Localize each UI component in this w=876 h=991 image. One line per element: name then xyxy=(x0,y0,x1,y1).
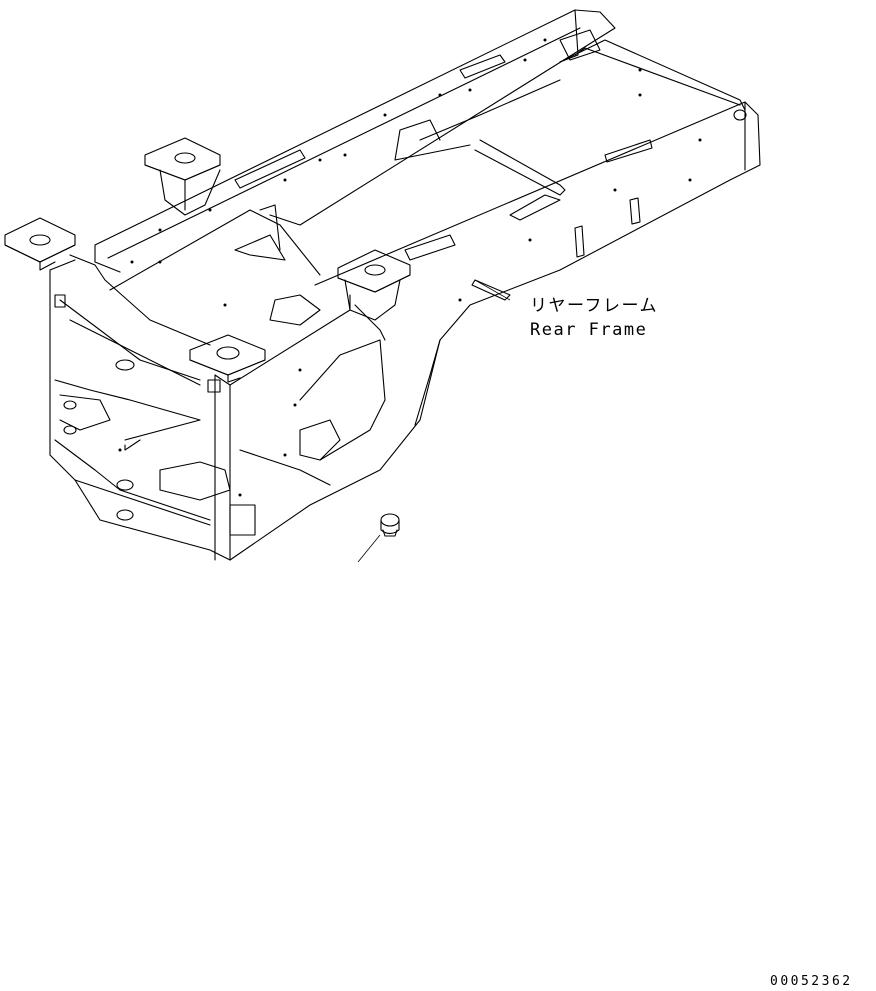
front-box-frame xyxy=(49,209,386,561)
mounting-pad-front-right xyxy=(189,334,266,383)
hole-dots xyxy=(118,38,702,497)
part-label-japanese: リヤーフレーム xyxy=(530,296,658,316)
rail-slots xyxy=(234,29,653,301)
mounting-pad-front-left xyxy=(4,217,76,271)
plug-part xyxy=(380,513,400,537)
mounting-pad-rear-right xyxy=(337,249,411,321)
mounting-pad-rear-left xyxy=(144,137,221,216)
part-label-english: Rear Frame xyxy=(530,320,648,340)
cross-members xyxy=(394,47,741,221)
left-side-rail xyxy=(94,9,746,273)
drawing-number: 00052362 xyxy=(770,974,853,989)
leader-lines xyxy=(357,279,511,563)
right-side-rail xyxy=(229,101,761,561)
